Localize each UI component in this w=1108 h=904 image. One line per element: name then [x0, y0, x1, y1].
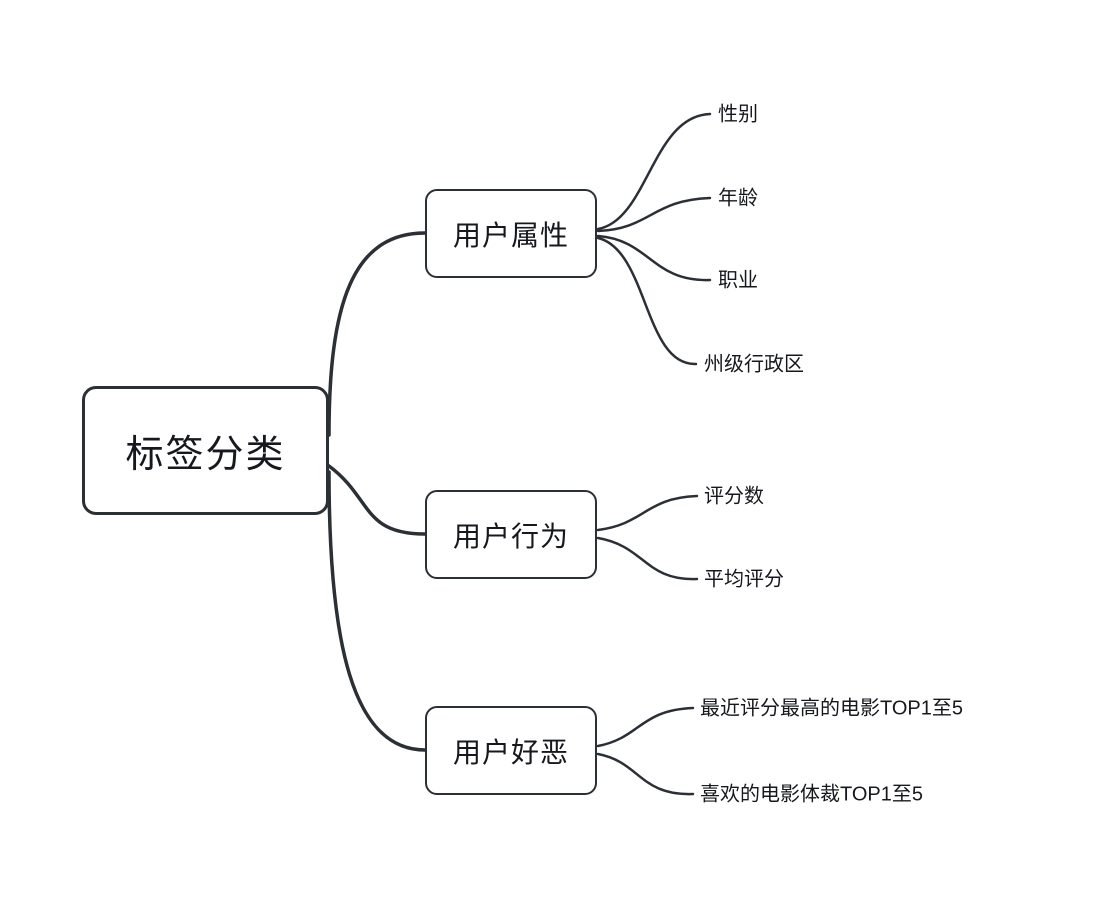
- leaf-node-favorite-genres[interactable]: 喜欢的电影体裁TOP1至5: [700, 783, 923, 806]
- edge-branch2-to-leaf0: [596, 706, 695, 748]
- leaf-node-age[interactable]: 年龄: [718, 187, 758, 210]
- leaf-node-top-rated-movies[interactable]: 最近评分最高的电影TOP1至5: [700, 697, 963, 720]
- branch-node-label: 用户好恶: [452, 736, 569, 768]
- branch-node-label: 用户行为: [452, 520, 569, 552]
- branch-node-user-attributes[interactable]: 用户属性: [425, 189, 597, 278]
- edge-branch2-to-leaf1: [596, 752, 695, 796]
- root-node-label: 标签分类: [125, 434, 286, 476]
- edge-branch0-to-leaf0: [596, 112, 712, 231]
- leaf-node-average-rating[interactable]: 平均评分: [704, 568, 784, 591]
- leaf-node-gender[interactable]: 性别: [718, 103, 758, 126]
- branch-node-label: 用户属性: [452, 219, 569, 251]
- edge-branch0-to-leaf3: [596, 236, 698, 366]
- edge-root-to-branch-1: [327, 464, 427, 536]
- leaf-node-state-region[interactable]: 州级行政区: [704, 353, 804, 376]
- branch-node-user-behavior[interactable]: 用户行为: [425, 490, 597, 579]
- leaf-node-occupation[interactable]: 职业: [718, 269, 758, 292]
- leaf-node-rating-count[interactable]: 评分数: [704, 485, 764, 508]
- edge-root-to-branch-0: [327, 231, 427, 437]
- edge-root-to-branch-2: [327, 470, 427, 752]
- edge-branch0-to-leaf1: [596, 196, 712, 233]
- edge-branch1-to-leaf0: [596, 494, 699, 532]
- edge-branch1-to-leaf1: [596, 536, 699, 581]
- edge-branch0-to-leaf2: [596, 234, 712, 282]
- branch-node-user-preferences[interactable]: 用户好恶: [425, 706, 597, 795]
- root-node[interactable]: 标签分类: [82, 386, 329, 515]
